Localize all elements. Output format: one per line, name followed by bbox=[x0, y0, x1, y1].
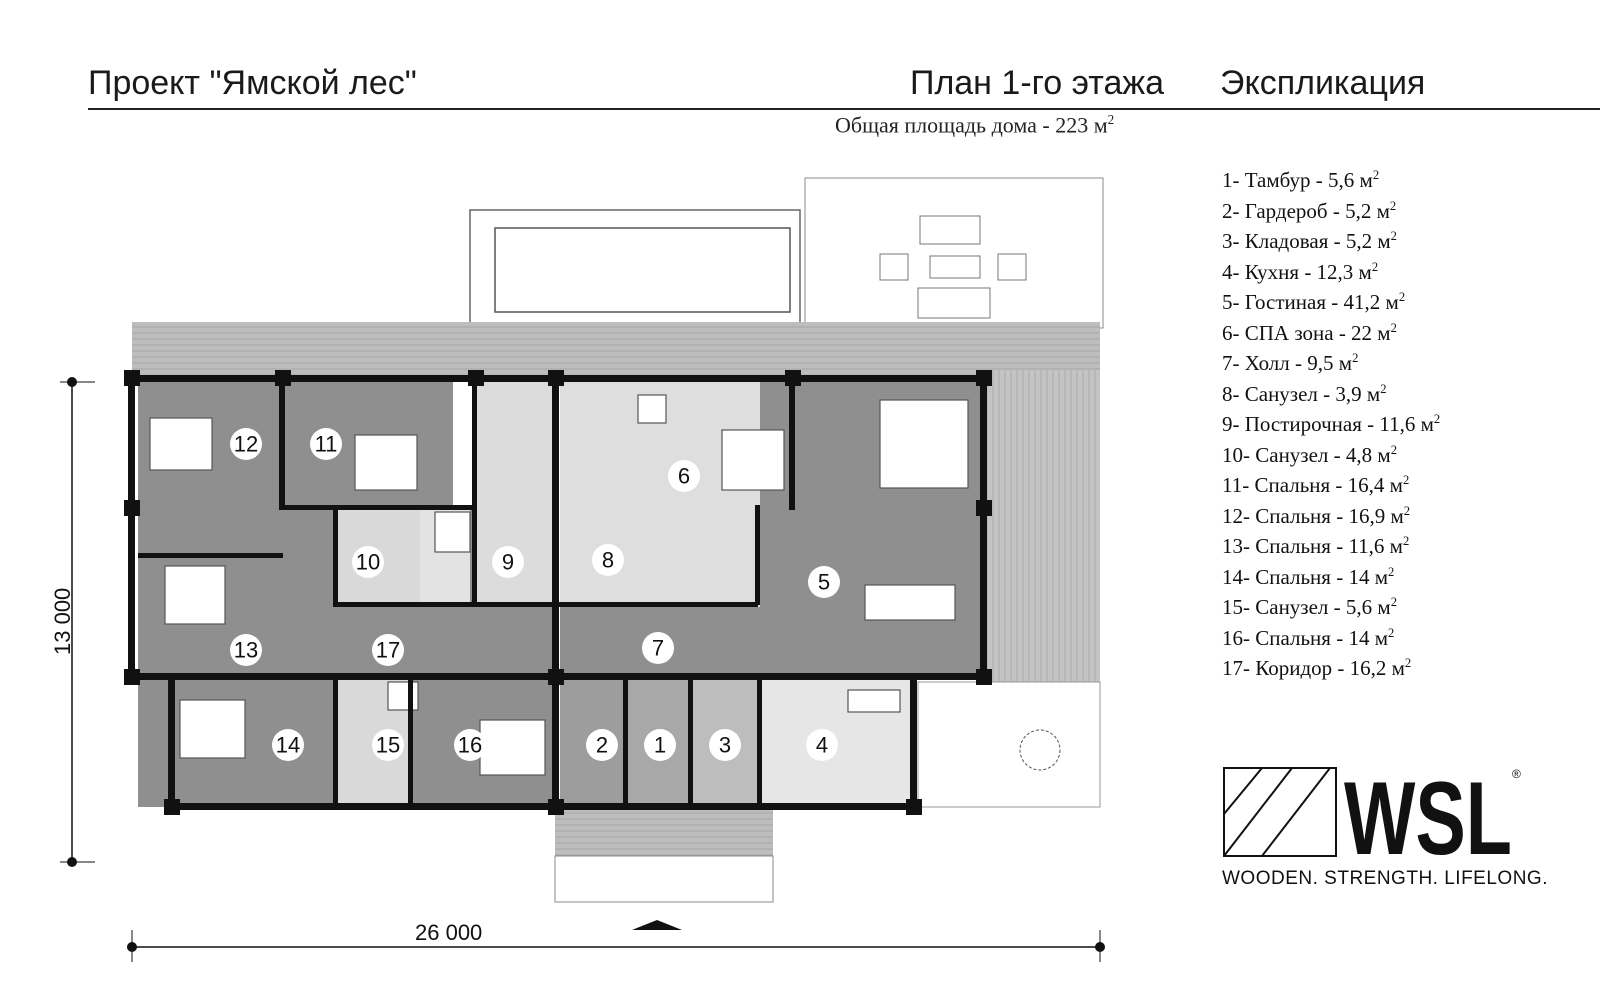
log-posts bbox=[124, 370, 992, 815]
room-legend: 1- Тамбур - 5,6 м2 2- Гардероб - 5,2 м2 … bbox=[1222, 168, 1440, 687]
room-badge-3: 3 bbox=[709, 729, 741, 761]
wsl-logo: WSL ® bbox=[1223, 764, 1521, 864]
room-badge-1: 1 bbox=[644, 729, 676, 761]
room-badge-17: 17 bbox=[372, 634, 404, 666]
svg-text:15: 15 bbox=[376, 733, 400, 758]
plan-title: План 1-го этажа bbox=[910, 64, 1165, 102]
room-badge-13: 13 bbox=[230, 634, 262, 666]
legend-item-17: 17- Коридор - 16,2 м2 bbox=[1222, 656, 1412, 680]
patio-sofa bbox=[917, 287, 991, 319]
room-badge-7: 7 bbox=[642, 632, 674, 664]
logo-registered: ® bbox=[1512, 767, 1521, 781]
svg-text:2: 2 bbox=[596, 733, 608, 758]
legend-item-10: 10- Санузел - 4,8 м2 bbox=[1222, 442, 1397, 467]
legend-item-15: 15- Санузел - 5,6 м2 bbox=[1222, 595, 1397, 619]
room-badge-11: 11 bbox=[310, 428, 342, 460]
room-badge-5: 5 bbox=[808, 566, 840, 598]
svg-text:5: 5 bbox=[818, 570, 830, 595]
logo-mark-icon bbox=[1223, 767, 1337, 857]
total-area: Общая площадь дома - 223 м2 bbox=[835, 112, 1114, 138]
entry-steps bbox=[554, 855, 774, 903]
height-label: 13 000 bbox=[50, 588, 75, 655]
room-badge-9: 9 bbox=[492, 546, 524, 578]
room-badge-12: 12 bbox=[230, 428, 262, 460]
room-badge-8: 8 bbox=[592, 544, 624, 576]
legend-item-8: 8- Санузел - 3,9 м2 bbox=[1222, 381, 1387, 406]
svg-text:9: 9 bbox=[502, 550, 514, 575]
svg-text:10: 10 bbox=[356, 550, 380, 575]
furniture bbox=[149, 394, 969, 776]
svg-text:12: 12 bbox=[234, 432, 258, 457]
logo-tagline: WOODEN. STRENGTH. LIFELONG. bbox=[1222, 868, 1548, 889]
svg-text:7: 7 bbox=[652, 636, 664, 661]
legend-item-13: 13- Спальня - 11,6 м2 bbox=[1222, 534, 1410, 558]
svg-text:1: 1 bbox=[654, 733, 666, 758]
total-area-text: Общая площадь дома - 223 м bbox=[835, 112, 1108, 138]
height-dimension: 13 000 bbox=[50, 377, 95, 867]
patio-table bbox=[929, 255, 981, 279]
room-badge-16: 16 bbox=[454, 729, 486, 761]
legend-item-12: 12- Спальня - 16,9 м2 bbox=[1222, 503, 1411, 528]
legend-title: Экспликация bbox=[1220, 64, 1426, 102]
svg-text:3: 3 bbox=[719, 733, 731, 758]
svg-text:13: 13 bbox=[234, 638, 258, 663]
legend-item-4: 4- Кухня - 12,3 м2 bbox=[1222, 259, 1379, 284]
total-area-sup: 2 bbox=[1107, 112, 1115, 127]
svg-text:4: 4 bbox=[816, 733, 828, 758]
svg-text:17: 17 bbox=[376, 638, 400, 663]
room-badge-10: 10 bbox=[352, 546, 384, 578]
back-terrace bbox=[132, 322, 1100, 382]
svg-text:6: 6 bbox=[678, 464, 690, 489]
pool bbox=[494, 227, 791, 313]
room-badge-4: 4 bbox=[806, 729, 838, 761]
svg-text:8: 8 bbox=[602, 548, 614, 573]
width-label: 26 000 bbox=[415, 920, 482, 945]
side-deck bbox=[917, 681, 1101, 808]
svg-text:11: 11 bbox=[315, 432, 338, 457]
svg-text:16: 16 bbox=[458, 733, 482, 758]
patio-chairs bbox=[919, 215, 981, 245]
legend-item-16: 16- Спальня - 14 м2 bbox=[1222, 625, 1395, 650]
interior-floor bbox=[138, 382, 985, 807]
svg-text:14: 14 bbox=[276, 733, 300, 758]
room-badge-2: 2 bbox=[586, 729, 618, 761]
legend-item-2: 2- Гардероб - 5,2 м2 bbox=[1222, 198, 1397, 223]
legend-item-5: 5- Гостиная - 41,2 м2 bbox=[1222, 290, 1406, 314]
room-badge-15: 15 bbox=[372, 729, 404, 761]
legend-item-3: 3- Кладовая - 5,2 м2 bbox=[1222, 229, 1397, 253]
legend-item-9: 9- Постирочная - 11,6 м2 bbox=[1222, 412, 1441, 436]
legend-item-6: 6- СПА зона - 22 м2 bbox=[1222, 320, 1397, 345]
room-badge-6: 6 bbox=[668, 460, 700, 492]
legend-item-7: 7- Холл - 9,5 м2 bbox=[1222, 351, 1359, 375]
width-dimension: 26 000 bbox=[127, 920, 1105, 962]
entry-porch bbox=[555, 808, 773, 856]
project-title: Проект "Ямской лес" bbox=[88, 64, 417, 102]
side-terrace bbox=[985, 370, 1100, 682]
legend-item-11: 11- Спальня - 16,4 м2 bbox=[1222, 473, 1410, 497]
floor-plan: 12 11 10 9 8 6 5 13 17 7 14 15 16 2 1 3 … bbox=[50, 177, 1105, 962]
header-divider bbox=[88, 108, 1600, 110]
entry-arrow-icon bbox=[632, 920, 682, 930]
patio-armchair-right bbox=[997, 253, 1027, 281]
logo-text: WSL bbox=[1344, 764, 1512, 864]
room-badge-14: 14 bbox=[272, 729, 304, 761]
patio-armchair-left bbox=[879, 253, 909, 281]
plant-icon bbox=[1019, 729, 1061, 771]
legend-item-1: 1- Тамбур - 5,6 м2 bbox=[1222, 168, 1380, 192]
legend-item-14: 14- Спальня - 14 м2 bbox=[1222, 564, 1395, 589]
